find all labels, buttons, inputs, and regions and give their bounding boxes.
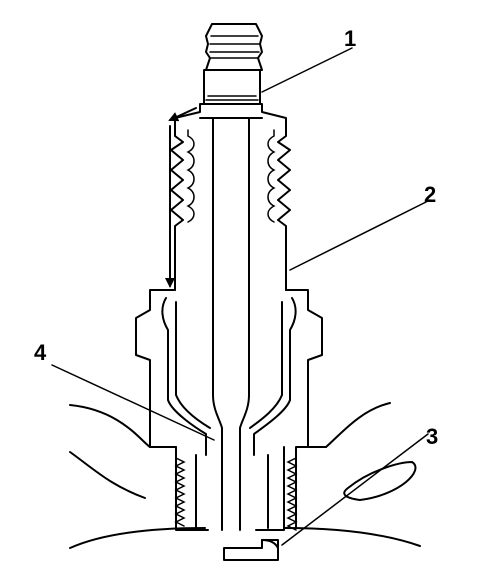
terminal-nut xyxy=(205,23,263,71)
callout-1: 1 xyxy=(344,26,356,51)
callout-3: 3 xyxy=(426,424,438,449)
insulator xyxy=(170,103,291,291)
terminal-collar xyxy=(203,69,261,105)
leader-lines xyxy=(51,47,431,546)
callout-2: 2 xyxy=(424,182,436,207)
head-threads xyxy=(174,457,298,531)
shell-hex xyxy=(135,289,323,448)
seat-arrows xyxy=(165,107,197,288)
callout-4: 4 xyxy=(34,340,47,365)
spark-plug xyxy=(135,23,323,561)
ground-electrode xyxy=(223,539,279,561)
cylinder-head xyxy=(69,402,421,549)
